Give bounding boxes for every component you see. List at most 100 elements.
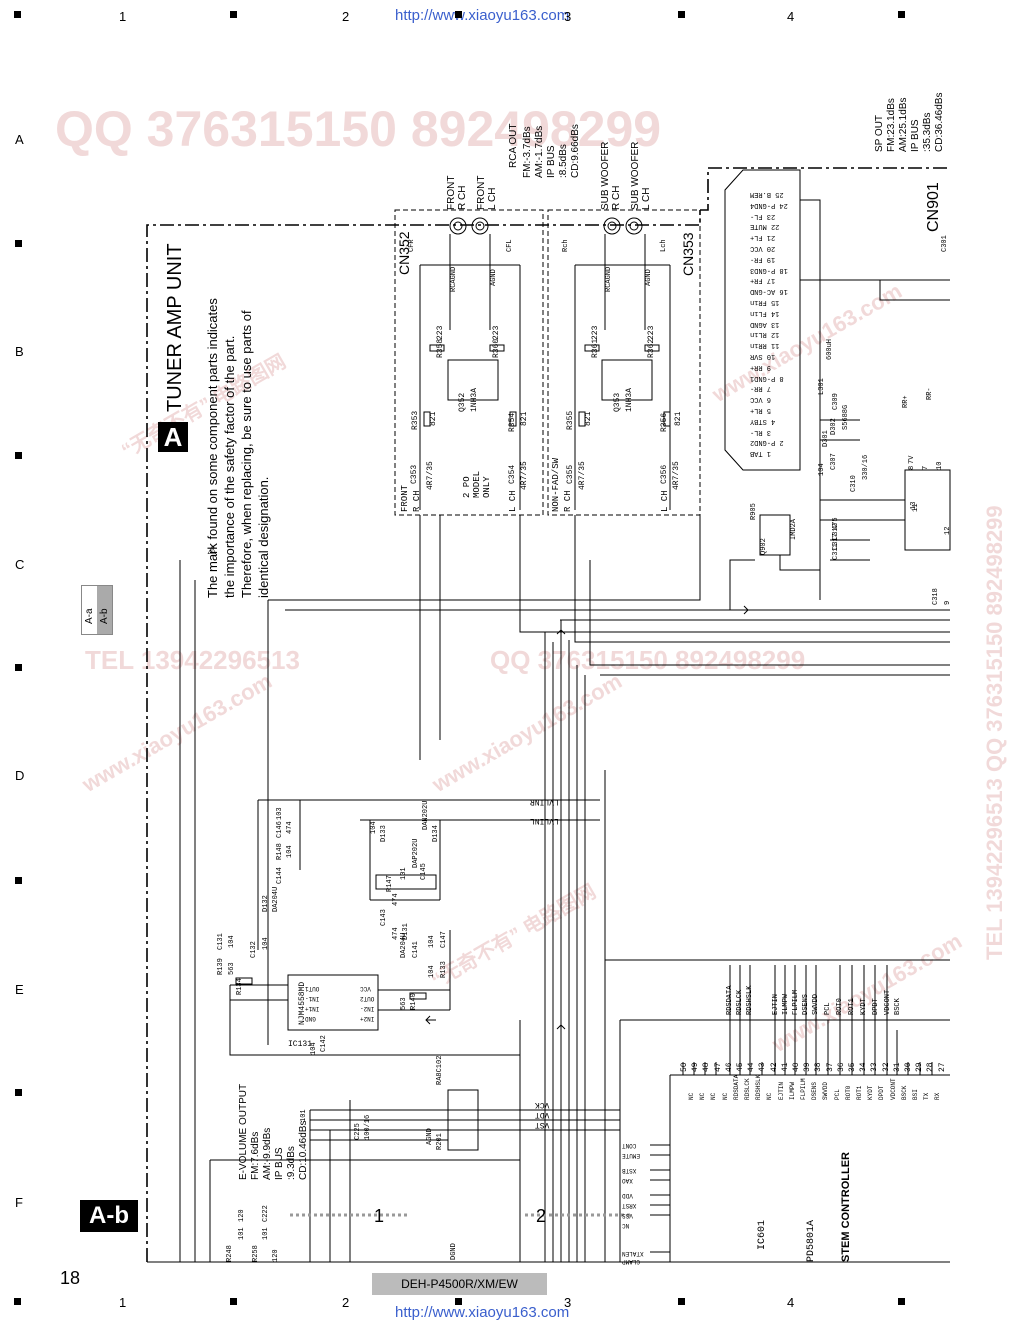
cn901-pin: 3 RL-: [750, 427, 772, 436]
page-number: 18: [60, 1268, 81, 1288]
cn901-pin: 17 FR+: [750, 276, 776, 285]
frame-marker: [15, 1089, 22, 1096]
front-part: C353: [410, 464, 419, 484]
front-part: CFL: [506, 239, 514, 252]
preamp-part: R139: [217, 958, 225, 975]
sub-part: 821: [674, 411, 683, 426]
ic601-pin-number: 28: [926, 1062, 936, 1072]
grid-row-letter: D: [15, 768, 25, 783]
ic601-pin-number: 35: [848, 1062, 857, 1072]
cn901-pin: 10 SVR: [750, 352, 776, 360]
cn901-pin: 8 P-GND1: [750, 373, 784, 382]
sub-part: 4R7/35: [672, 461, 681, 490]
preamp-part: C145: [420, 863, 428, 880]
cn901-pin: 15 FRin: [750, 298, 780, 306]
ic601-pin-name: NC: [688, 1092, 695, 1100]
ic601-signal: RDSLCK: [736, 989, 744, 1015]
cn901-pin: 6 VCC: [750, 395, 772, 404]
amp-part: C318: [932, 588, 940, 605]
preamp-part: C146: [276, 821, 284, 838]
ic601-pin-number: 27: [937, 1062, 947, 1072]
sub-part: R362: [647, 338, 656, 358]
amp-part: Q902: [760, 538, 768, 555]
rca-out-level: :8.5dBs: [558, 144, 569, 178]
rca-out-level: IP BUS: [546, 145, 557, 178]
evol-part: 101: [262, 1227, 270, 1240]
frame-marker: [678, 11, 685, 18]
watermark-qq: QQ 376315150 892498299: [490, 645, 806, 675]
amp-part: C310: [850, 475, 858, 492]
sub-label: R CH: [563, 490, 573, 512]
preamp-part: C144: [276, 867, 284, 884]
ic601-pin-number: 36: [836, 1062, 846, 1072]
ic601-pin-number: 33: [870, 1062, 880, 1072]
ic601-pin-name: ROT1: [856, 1085, 863, 1100]
preamp-part: 101: [400, 867, 408, 880]
frame-marker: [455, 11, 462, 18]
signal-lvlinl: LVLINL: [530, 816, 559, 825]
cn901-pin: 4 STBY: [750, 416, 776, 425]
ic601-pin-name: NC: [710, 1092, 718, 1100]
cn901-pin: 2 P-GND2: [750, 438, 784, 447]
tab-group: A-a A-b: [81, 585, 113, 635]
evol-part: RA8C102: [436, 1055, 444, 1085]
ic601-part: PD5801A: [806, 1219, 817, 1262]
amp-part: 9: [944, 600, 952, 605]
tab-a-a-label: A-a: [84, 608, 95, 624]
tab-a-b[interactable]: A-b: [97, 586, 112, 634]
ic601-signal: KYDT: [860, 998, 868, 1015]
rca-out-level: AM:-1.7dBs: [534, 125, 545, 178]
ic131-pin: OUT1: [305, 985, 320, 992]
tab-a-b-label: A-b: [99, 608, 110, 624]
frame-marker: [678, 1298, 685, 1305]
ic601-signal: FLPILM: [792, 989, 800, 1015]
preamp-part: R140: [410, 993, 418, 1010]
cn901-pin: 25 B.REM: [750, 190, 784, 198]
preamp-part: C143: [380, 909, 388, 926]
ic601-pin-name: RX: [934, 1092, 942, 1100]
amp-part: 600uH: [826, 338, 834, 360]
front-part: 4R7/35: [426, 461, 435, 490]
ic601-pin-number: 47: [713, 1062, 723, 1072]
ic601-left-pin: CONT: [622, 1142, 637, 1149]
sp-out-level: FM:23.1dBs: [886, 98, 897, 152]
ic601-signal: EJTIN: [772, 993, 780, 1015]
safety-note-line: the importance of the safety factor of t…: [222, 335, 237, 598]
ic131-label: IC131: [288, 1040, 313, 1049]
preamp-part: 104: [228, 935, 236, 948]
source-url-top[interactable]: http://www.xiaoyu163.com: [395, 7, 570, 24]
amp-part: RR+: [902, 395, 910, 408]
ic601-pin-name: NC: [766, 1092, 774, 1100]
ic601-pin-number: 29: [915, 1062, 925, 1072]
ic601-pin-name: DSENS: [811, 1081, 819, 1100]
sub-part: R356: [660, 412, 669, 432]
front-part: R354: [508, 412, 517, 432]
preamp-part: C131: [217, 933, 225, 950]
sub-part: Q353: [613, 392, 622, 412]
frame-marker: [15, 452, 22, 459]
ic601-pin-name: KYDT: [867, 1085, 875, 1100]
ic131-pin: IN1+: [305, 1005, 320, 1012]
front-part: R353: [411, 410, 420, 430]
amp-part: 7V: [908, 455, 916, 464]
front-part: 223: [436, 325, 445, 340]
preamp-part: 474: [286, 821, 294, 834]
front-part: 821: [520, 411, 529, 426]
grid-row-letter: A: [15, 132, 24, 147]
preamp-part: 104: [286, 845, 294, 858]
evol-part: 100/16: [364, 1114, 372, 1140]
ic131-pin: VCC: [360, 985, 371, 992]
cn901-pin: 12 RLin: [750, 330, 780, 339]
ic601-signal: BSCK: [894, 998, 902, 1015]
frame-marker: [230, 1298, 237, 1305]
source-url-bottom[interactable]: http://www.xiaoyu163.com: [395, 1304, 570, 1321]
sub-part: Rch: [562, 239, 570, 252]
ic601-pin-number: 31: [892, 1062, 902, 1072]
grid-col-number: 2: [342, 9, 350, 24]
tab-a-a[interactable]: A-a: [82, 586, 97, 634]
preamp-part: C147: [440, 931, 448, 948]
evol-out-level: AM:-9.9dBs: [262, 1127, 273, 1180]
sub-part: C355: [566, 464, 575, 484]
evol-out-level: CD:10.46dBs: [298, 1120, 309, 1180]
cn901-pin: 5 RL+: [750, 406, 772, 414]
